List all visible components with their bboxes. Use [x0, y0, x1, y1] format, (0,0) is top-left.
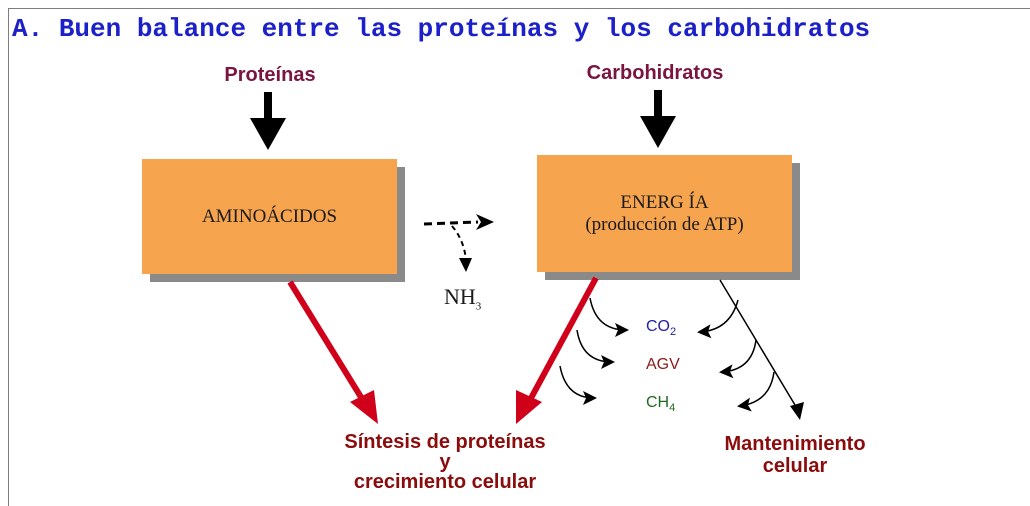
mantenimiento-line2: celular — [762, 455, 828, 477]
ch4-base: CH — [646, 394, 670, 411]
diagram-title: A. Buen balance entre las proteínas y lo… — [12, 14, 870, 44]
nh3-base: NH — [444, 284, 476, 309]
arrow-carbohidratos-to-energia — [640, 90, 676, 148]
co2-subscript: 2 — [670, 326, 677, 339]
box-energia-line2: (producción de ATP) — [585, 213, 744, 235]
ch4-subscript: 4 — [669, 402, 676, 415]
input-label-carbohidratos: Carbohidratos — [586, 62, 724, 84]
label-ch4: CH4 — [646, 394, 675, 414]
arrow-red-energia-to-sintesis — [516, 276, 599, 424]
frame-left-border — [8, 8, 9, 506]
arrows-mantenimiento-byproducts — [697, 299, 775, 412]
frame-top-border — [8, 8, 1030, 9]
output-label-sintesis: Síntesis de proteínas y crecimiento celu… — [300, 432, 590, 492]
arrow-energia-to-mantenimiento — [719, 279, 804, 420]
arrow-red-aminoacidos-to-sintesis — [287, 280, 378, 424]
mantenimiento-line1: Mantenimiento — [724, 433, 866, 455]
label-agv: AGV — [646, 356, 680, 373]
title-prefix: A — [12, 14, 28, 44]
output-label-mantenimiento: Mantenimiento celular — [695, 433, 895, 477]
arrow-dashed-aminoacidos-to-energia — [423, 214, 494, 230]
box-aminoacidos-label: AMINOÁCIDOS — [201, 205, 338, 227]
sintesis-line2: y — [439, 451, 451, 473]
box-energia-line1: ENERG ÍA — [620, 191, 709, 213]
co2-base: CO — [646, 318, 670, 335]
box-energia: ENERG ÍA (producción de ATP) — [537, 155, 792, 272]
label-nh3: NH3 — [444, 284, 481, 312]
sintesis-line3: crecimiento celular — [353, 471, 537, 493]
input-label-proteinas: Proteínas — [224, 64, 316, 86]
title-text: . Buen balance entre las proteínas y los… — [27, 14, 871, 44]
nh3-subscript: 3 — [475, 300, 482, 313]
box-aminoacidos: AMINOÁCIDOS — [142, 159, 397, 274]
arrow-dashed-to-nh3 — [451, 225, 472, 272]
arrow-proteinas-to-aminoacidos — [250, 92, 286, 150]
arrows-energia-to-byproducts — [559, 297, 629, 405]
label-co2: CO2 — [646, 318, 676, 338]
sintesis-line1: Síntesis de proteínas — [344, 431, 546, 453]
